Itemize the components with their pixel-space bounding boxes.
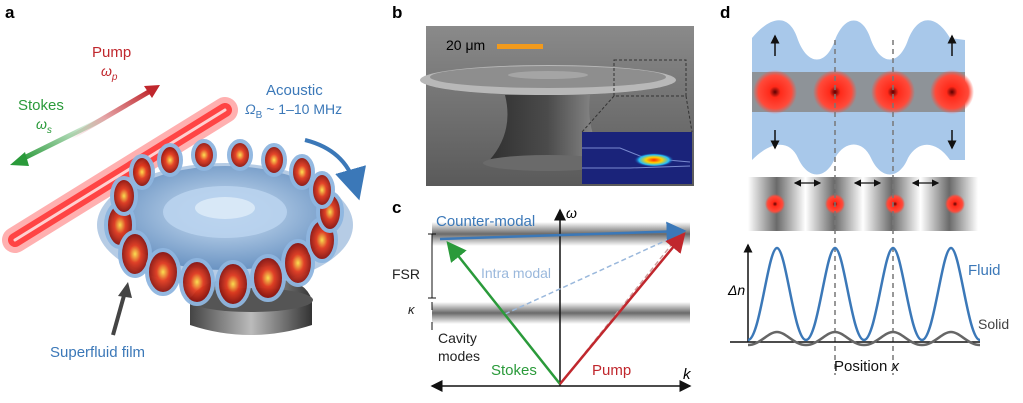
panel-d-letter: d (720, 3, 731, 22)
stokes-label: Stokes (18, 97, 64, 114)
acoustic-frequency: ΩB ~ 1–10 MHz (245, 101, 343, 121)
pump-label: Pump (92, 44, 132, 61)
panel-a-letter: a (5, 3, 15, 22)
laser-beam (2, 97, 238, 253)
counter-modal-arrow (439, 221, 687, 242)
panel-c-letter: c (392, 198, 402, 217)
scale-bar (497, 44, 543, 49)
fluid-curve (747, 246, 981, 342)
intra-modal-line (504, 233, 681, 315)
kappa-label: κ (408, 302, 415, 317)
superfluid-film-pointer (111, 282, 132, 336)
pump-label-c: Pump (592, 362, 632, 379)
omega-axis-label: ω (566, 205, 577, 221)
stokes-label-c: Stokes (491, 362, 537, 379)
acoustic-rotation-arrow (304, 138, 366, 201)
scale-bar-label: 20 μm (446, 37, 486, 53)
fluid-displacement-arrows (770, 34, 957, 150)
panel-b-letter: b (392, 3, 403, 22)
counter-modal-label: Counter-modal (436, 213, 536, 230)
superfluid-film-label: Superfluid film (50, 344, 146, 361)
cavity-mode-band-lower (432, 302, 690, 324)
mode-spots-strip (765, 194, 965, 214)
optical-mode-lobes (104, 139, 344, 308)
solid-label: Solid (978, 316, 1010, 332)
cavity-modes-label-1: Cavity (438, 330, 477, 346)
stokes-frequency: ωs (36, 116, 52, 136)
acoustic-label: Acoustic (266, 82, 323, 99)
cavity-modes-label-2: modes (438, 348, 481, 364)
fluid-label: Fluid (968, 262, 1001, 279)
k-axis-label: k (683, 366, 691, 383)
pump-arrow-c (559, 232, 686, 385)
intra-modal-label: Intra modal (481, 265, 552, 281)
delta-n-label: Δn (728, 282, 746, 298)
pump-frequency: ωp (101, 63, 118, 83)
stokes-arrow-c (446, 241, 561, 385)
fsr-label: FSR (392, 266, 420, 282)
stokes-arrow (10, 115, 107, 166)
solid-curve (747, 330, 981, 347)
position-axis-label: Position x (834, 358, 900, 375)
mode-spots-top (753, 70, 974, 114)
